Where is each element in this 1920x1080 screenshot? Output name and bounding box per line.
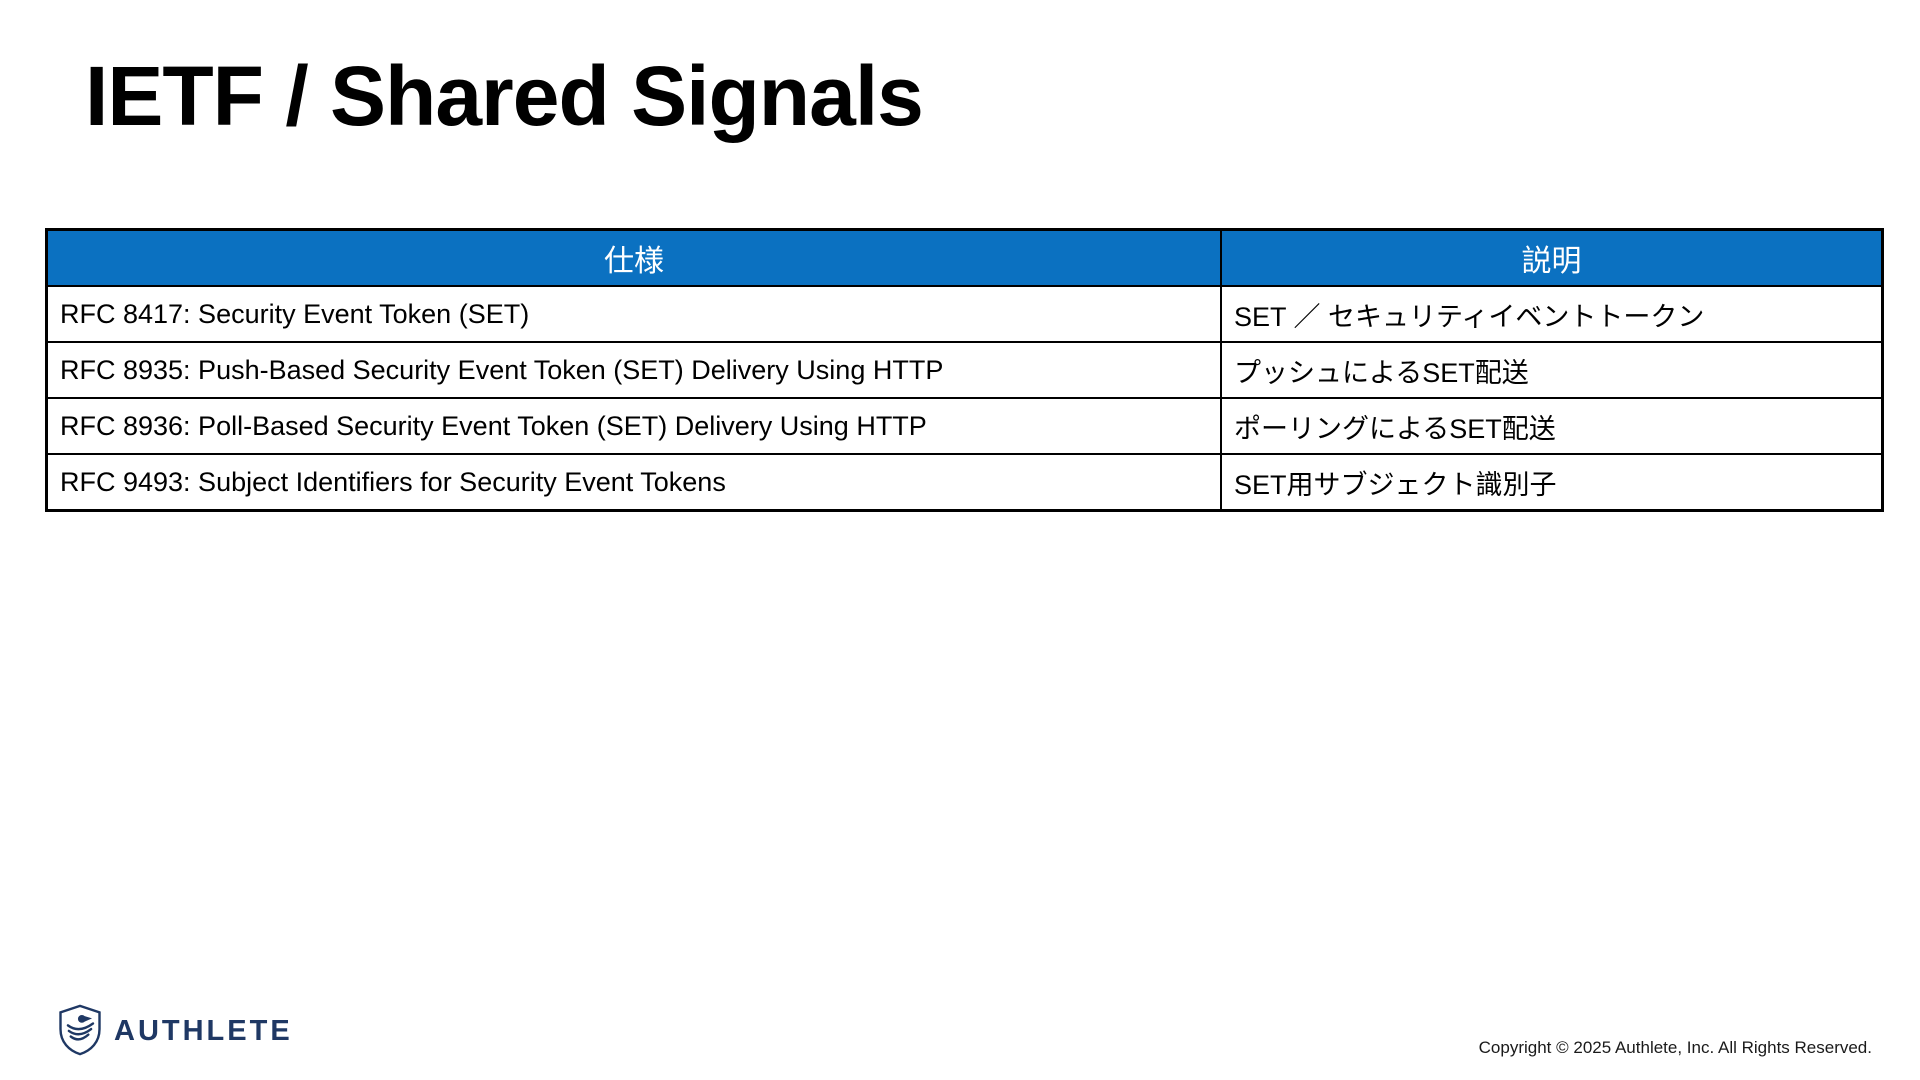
- desc-cell: SET ／ セキュリティイベントトークン: [1220, 285, 1884, 343]
- table-row: RFC 8936: Poll-Based Security Event Toke…: [45, 397, 1884, 455]
- desc-cell: プッシュによるSET配送: [1220, 341, 1884, 399]
- page-title: IETF / Shared Signals: [85, 49, 924, 143]
- authlete-shield-icon: [59, 1004, 101, 1056]
- spec-table: 仕様 説明 RFC 8417: Security Event Token (SE…: [45, 228, 1884, 512]
- table-header-spec: 仕様: [45, 228, 1222, 287]
- table-row: RFC 8417: Security Event Token (SET) SET…: [45, 285, 1884, 343]
- desc-cell: SET用サブジェクト識別子: [1220, 453, 1884, 512]
- authlete-logo: AUTHLETE: [57, 1004, 293, 1056]
- table-header-desc: 説明: [1220, 228, 1884, 287]
- table-row: RFC 8935: Push-Based Security Event Toke…: [45, 341, 1884, 399]
- table-header-row: 仕様 説明: [45, 228, 1884, 287]
- spec-cell: RFC 8935: Push-Based Security Event Toke…: [45, 341, 1222, 399]
- copyright-text: Copyright © 2025 Authlete, Inc. All Righ…: [1478, 1038, 1872, 1057]
- spec-cell: RFC 8936: Poll-Based Security Event Toke…: [45, 397, 1222, 455]
- table-row: RFC 9493: Subject Identifiers for Securi…: [45, 453, 1884, 512]
- desc-cell: ポーリングによるSET配送: [1220, 397, 1884, 455]
- spec-cell: RFC 9493: Subject Identifiers for Securi…: [45, 453, 1222, 512]
- authlete-logo-text: AUTHLETE: [114, 1014, 293, 1047]
- spec-cell: RFC 8417: Security Event Token (SET): [45, 285, 1222, 343]
